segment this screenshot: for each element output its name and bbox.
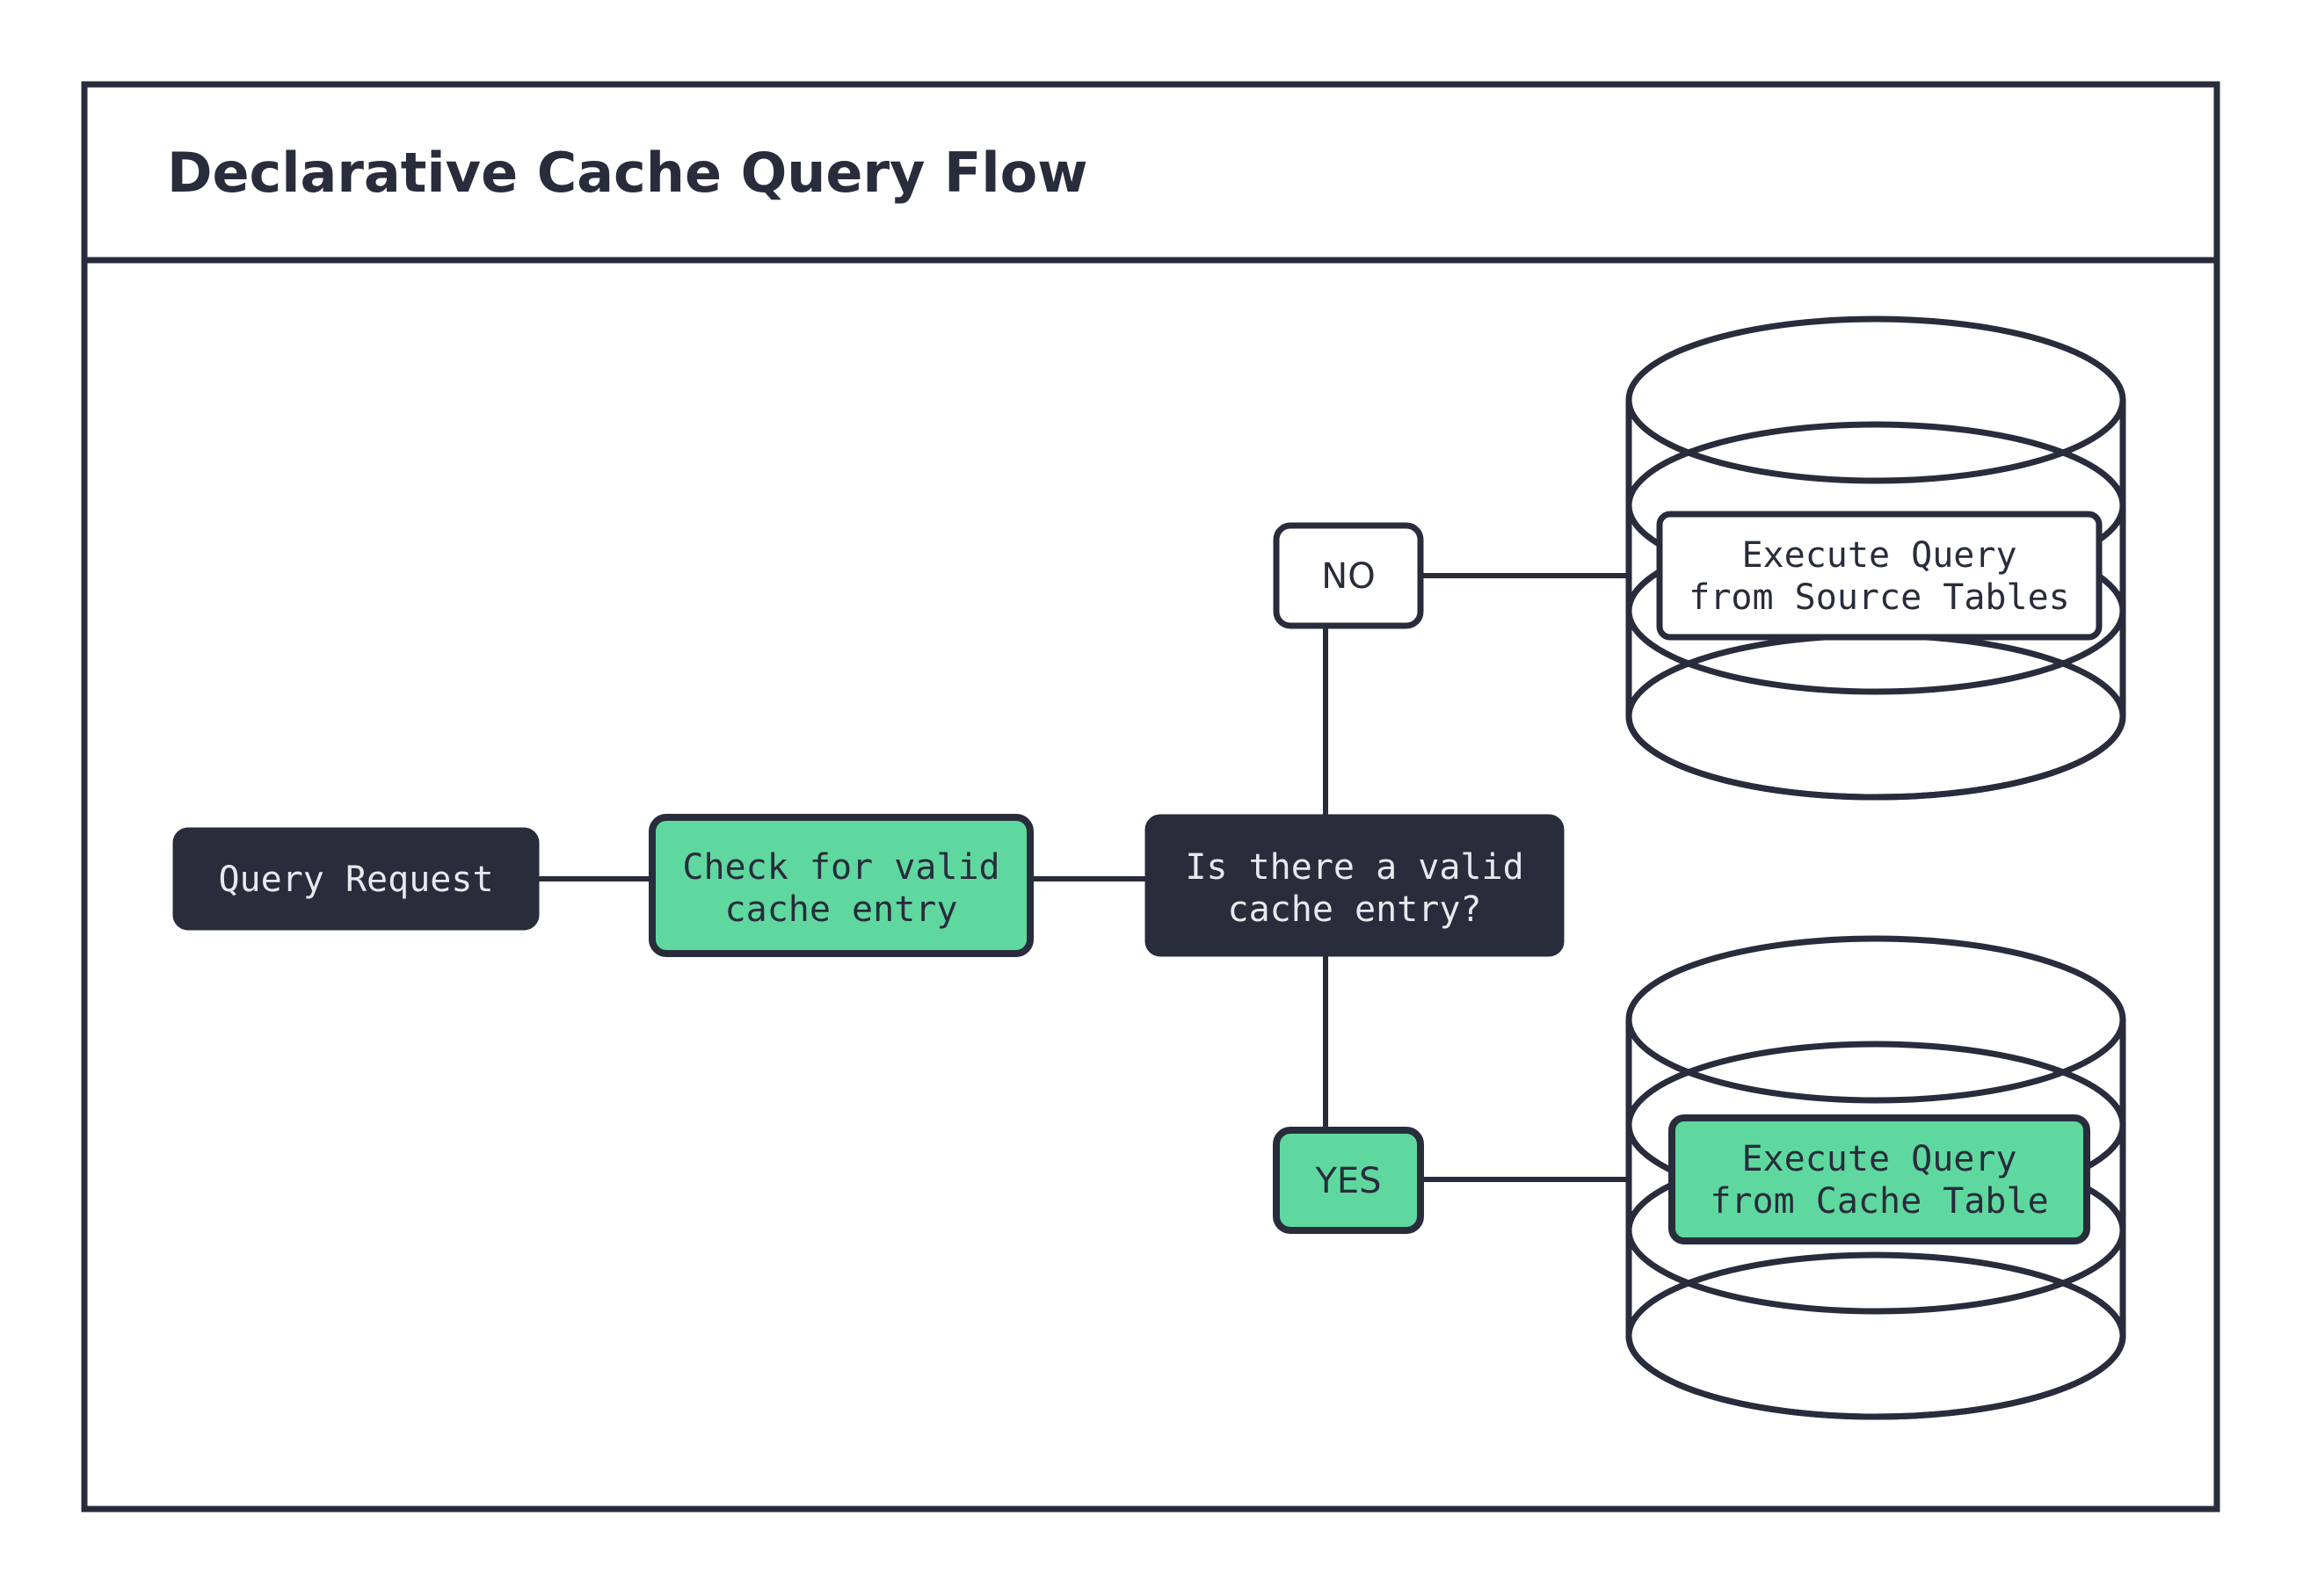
cache-db-label-rect [1668, 1114, 2090, 1244]
check-cache-label-line1: Check for valid [682, 847, 999, 888]
page-title: Declarative Cache Query Flow [167, 141, 1088, 205]
branch-badge-no[interactable]: NO [1273, 522, 1424, 629]
node-check-cache-entry[interactable]: Check for valid cache entry [649, 814, 1034, 957]
check-cache-label-line2: cache entry [725, 889, 958, 930]
cache-db-disk-4 [1625, 1251, 2126, 1420]
branch-badge-yes[interactable]: YES [1273, 1127, 1424, 1234]
source-db-label-line2: from Source Tables [1689, 577, 2069, 618]
cache-db-label-line1: Execute Query [1741, 1139, 2016, 1179]
cache-db-label-line2: from Cache Table [1710, 1181, 2048, 1222]
source-db-label-rect [1656, 511, 2103, 641]
cache-db-label-box: Execute Query from Cache Table [1668, 1114, 2090, 1244]
check-cache-rect[interactable] [649, 814, 1034, 957]
yes-badge-label: YES [1314, 1161, 1381, 1201]
decision-label-line2: cache entry? [1228, 889, 1482, 930]
decision-rect[interactable] [1144, 814, 1565, 957]
query-request-label: Query Request [218, 860, 493, 900]
cache-db-disk-1 [1625, 935, 2126, 1104]
diagram-frame [81, 81, 2220, 1513]
node-decision-valid-cache[interactable]: Is there a valid cache entry? [1144, 814, 1565, 957]
source-db-disk-1 [1625, 316, 2126, 484]
source-db-label-line1: Execute Query [1741, 535, 2016, 576]
node-query-request[interactable]: Query Request [172, 827, 540, 931]
decision-label-line1: Is there a valid [1185, 847, 1523, 888]
query-request-rect[interactable] [172, 827, 540, 931]
source-db-label-box: Execute Query from Source Tables [1656, 511, 2103, 641]
no-badge-label: NO [1321, 556, 1375, 597]
yes-badge-rect[interactable] [1273, 1127, 1424, 1234]
no-badge-rect[interactable] [1273, 522, 1424, 629]
